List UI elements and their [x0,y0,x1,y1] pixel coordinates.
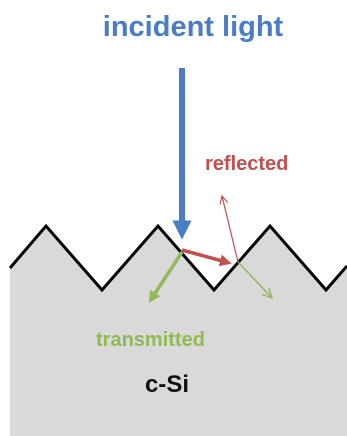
transmitted-ray-arrow [148,251,184,303]
reflected-label: reflected [205,153,288,175]
silicon-substrate [10,226,347,436]
transmitted-label: transmitted [96,329,205,351]
incident-light-label: incident light [103,11,284,43]
secondary-reflected-ray [222,196,239,263]
textured-surface-outline [8,223,347,293]
secondary-transmitted-ray [237,261,272,298]
material-label: c-Si [145,371,189,398]
reflected-ray-arrow [181,248,232,267]
